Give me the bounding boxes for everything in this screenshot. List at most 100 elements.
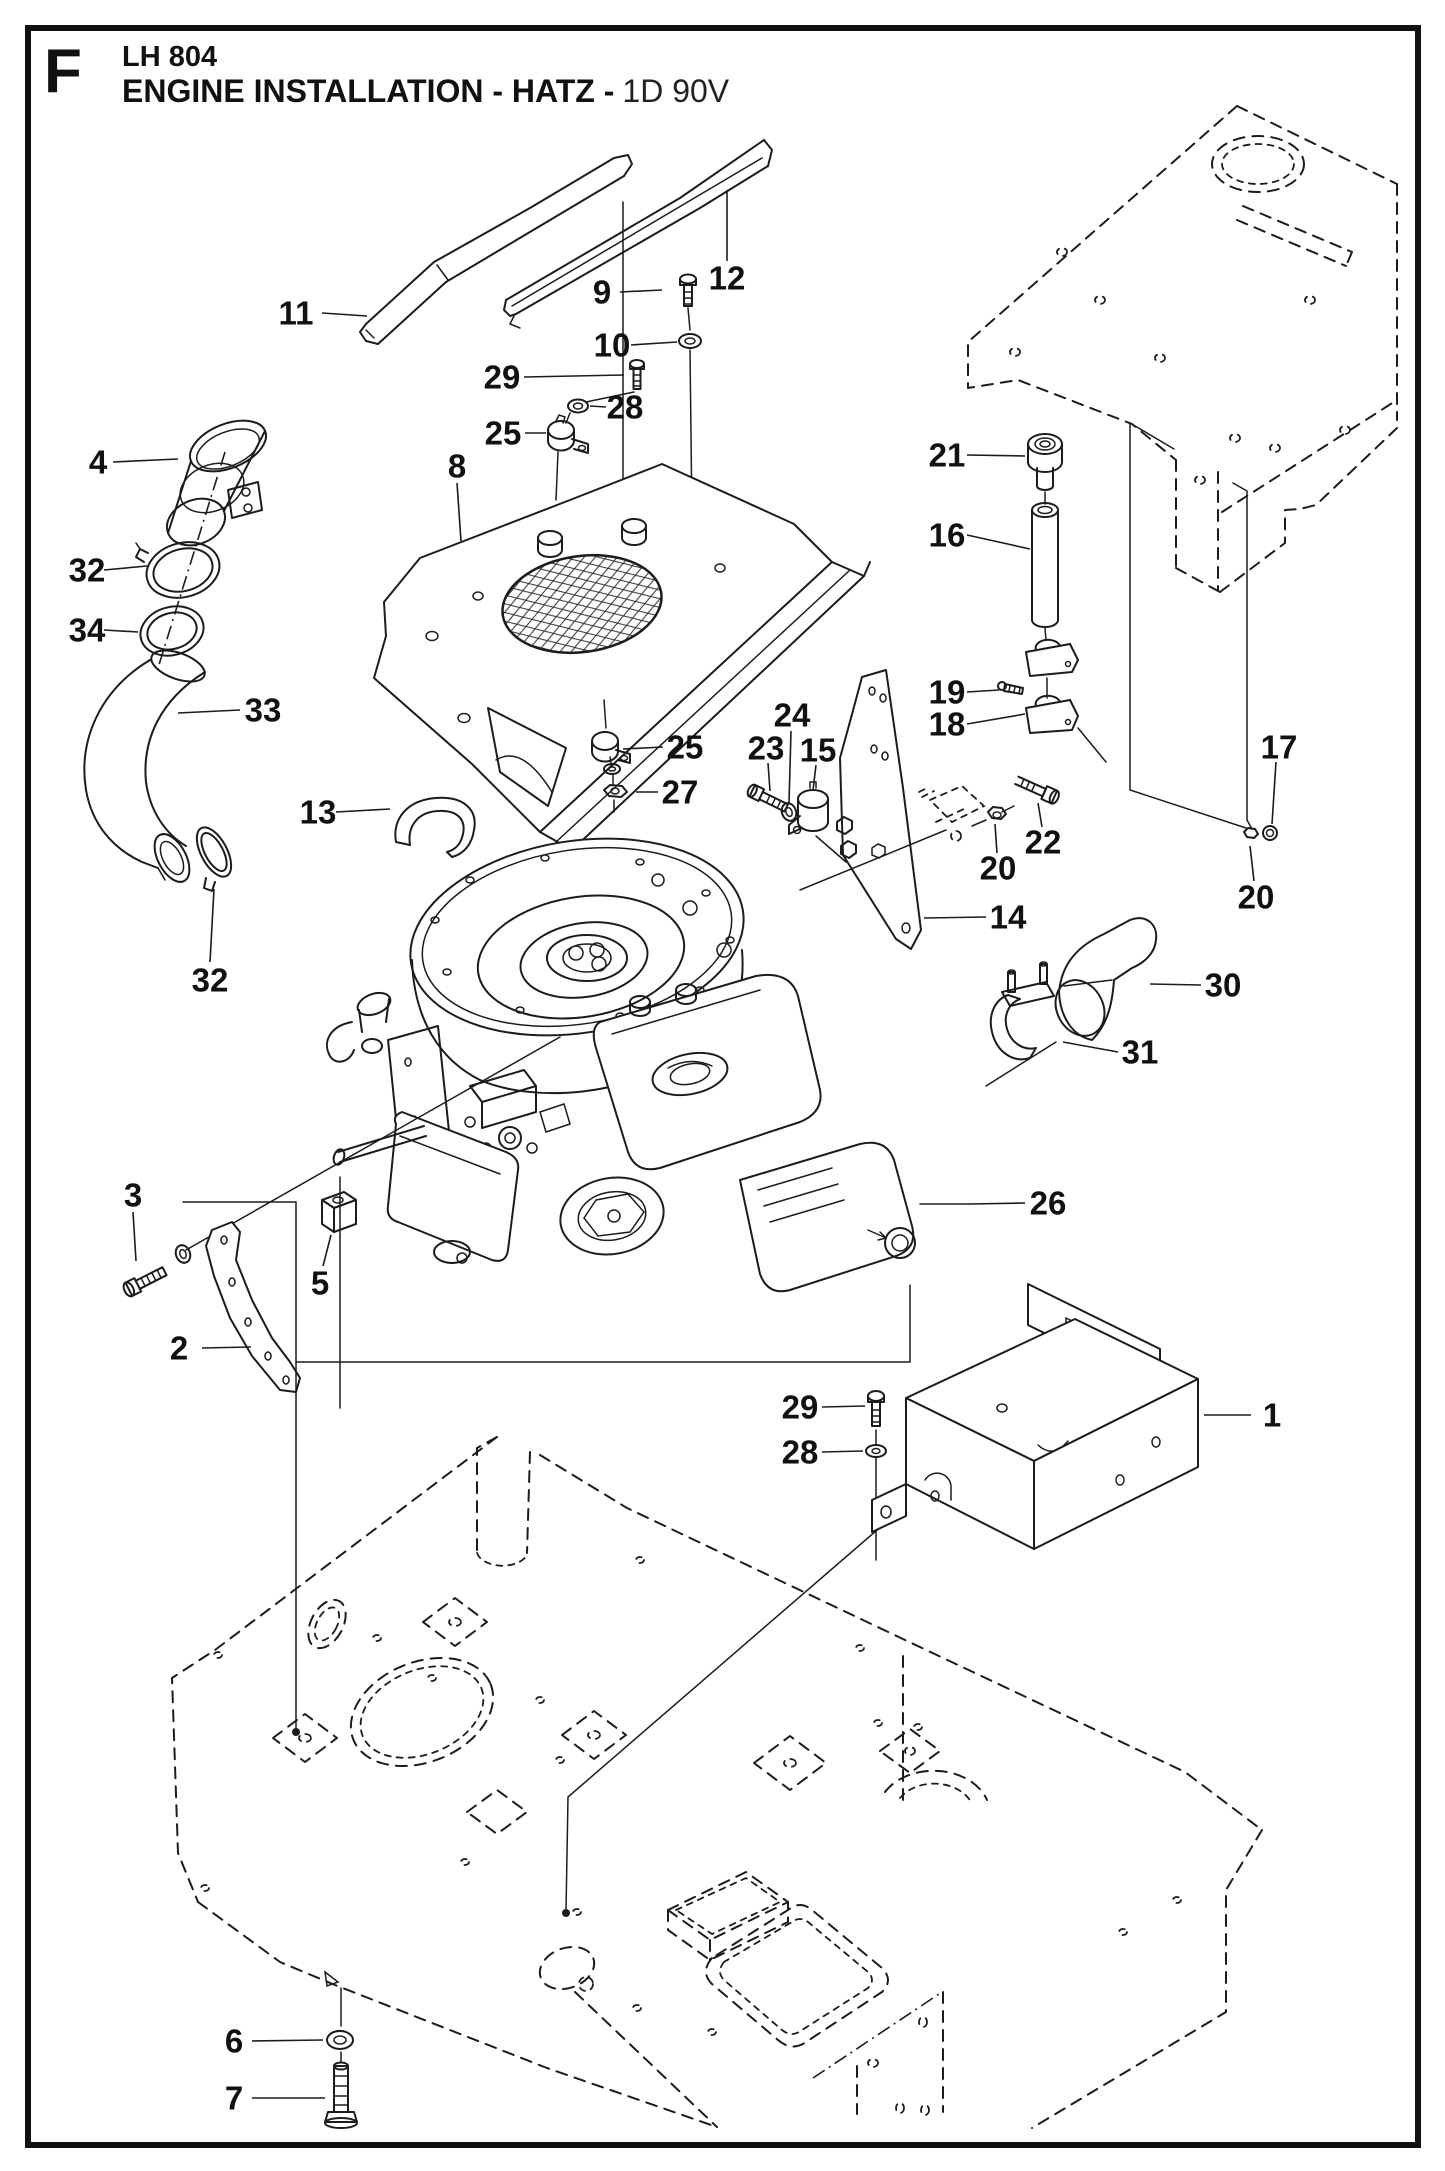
callout-11-0: 11 [279, 295, 368, 332]
part-33-hose [83, 649, 206, 883]
callout-32-29: 32 [192, 888, 228, 999]
axis-25-shroud [555, 451, 559, 501]
callout-18-15: 18 [929, 706, 1026, 743]
callout-number: 18 [929, 706, 966, 743]
axis-29-28 [585, 391, 635, 403]
callout-28-5: 28 [589, 389, 643, 426]
part-25-clamp-top [546, 414, 589, 454]
callout-number: 32 [69, 552, 106, 589]
callout-5-31: 5 [311, 1234, 332, 1302]
callout-leader-line [968, 1202, 1026, 1205]
callout-leader-line [1149, 983, 1202, 986]
part-washer-small [174, 1244, 192, 1264]
callout-number: 30 [1205, 967, 1242, 1004]
callout-12-2: 12 [709, 190, 745, 297]
callout-leader-line [966, 454, 1026, 457]
callout-20-24: 20 [980, 823, 1016, 887]
callout-number: 15 [800, 732, 837, 769]
part-25-clamp-lower [590, 731, 631, 764]
callout-25-6: 25 [485, 415, 546, 452]
callout-number: 1 [1263, 1397, 1281, 1434]
title-block: F LH 804 ENGINE INSTALLATION - HATZ -1D … [44, 37, 730, 109]
callout-26-33: 26 [968, 1185, 1067, 1222]
part-20-locknut-right [1243, 827, 1259, 839]
callout-number: 20 [1238, 879, 1275, 916]
callout-25-16: 25 [622, 729, 704, 766]
callout-number: 3 [124, 1177, 142, 1214]
callout-leader-line [1249, 845, 1255, 882]
callout-1-36: 1 [1204, 1397, 1281, 1434]
callout-3-30: 3 [124, 1177, 142, 1262]
callout-leader-line [788, 730, 792, 804]
callout-29-4: 29 [484, 359, 625, 396]
callout-15-19: 15 [800, 732, 837, 791]
callout-7-38: 7 [225, 2080, 325, 2117]
chassis-square-cutouts [272, 1597, 941, 1835]
callout-number: 19 [929, 674, 966, 711]
callout-number: 2 [170, 1330, 188, 1367]
callout-24-17: 24 [774, 697, 811, 804]
axis-shroud-25b [603, 699, 607, 729]
callout-number: 5 [311, 1265, 329, 1302]
part-1-engine-bracket [871, 1283, 1199, 1550]
part-31-u-clamp [985, 961, 1057, 1087]
callout-leader-line [322, 1234, 332, 1267]
callout-28-35: 28 [782, 1434, 864, 1471]
callout-8-8: 8 [448, 448, 466, 542]
callout-leader-line [994, 823, 998, 854]
callout-leader-line [812, 764, 817, 791]
callout-leader-line [966, 689, 1000, 693]
callout-number: 25 [667, 729, 704, 766]
part-3-bolt [122, 1266, 168, 1298]
engine-bolts [651, 873, 732, 958]
leader-routes [182, 1176, 911, 1917]
part-20-nut-mid [987, 806, 1007, 820]
flywheel-bolt-holes [430, 854, 735, 1020]
axis-3-engine [185, 1036, 561, 1251]
part-washer-under-25 [603, 763, 621, 775]
callout-22-23: 22 [1025, 802, 1061, 861]
figure-model: LH 804 [122, 41, 217, 73]
part-4-air-filter [165, 419, 267, 547]
callout-leader-line [1271, 761, 1277, 825]
part-11-rail [359, 154, 633, 345]
chassis-lower-dashed [171, 1436, 1263, 2129]
callout-leader-line [619, 289, 663, 293]
callout-number: 16 [929, 517, 966, 554]
chassis-lower-holes [200, 1556, 1182, 2116]
callout-leader-line [622, 746, 664, 750]
callout-27-20: 27 [636, 774, 698, 811]
callout-number: 26 [1030, 1185, 1067, 1222]
callout-number: 25 [485, 415, 522, 452]
callout-number: 28 [782, 1434, 819, 1471]
callout-19-14: 19 [929, 674, 1000, 711]
callout-leader-line [112, 458, 179, 463]
callout-2-32: 2 [170, 1330, 252, 1367]
axis-22-engine [799, 805, 1015, 891]
callout-number: 34 [69, 612, 106, 649]
callout-number: 17 [1261, 729, 1298, 766]
part-16-spacer-tube [1031, 502, 1059, 628]
axis-9-10 [687, 307, 691, 331]
callout-leader-line [589, 405, 607, 408]
part-34-ring [139, 605, 205, 657]
part-21-bushing [1027, 433, 1063, 491]
callout-leader-line [209, 888, 215, 963]
callout-17-22: 17 [1261, 729, 1298, 825]
axis-intake [157, 451, 226, 669]
callout-number: 8 [448, 448, 466, 485]
figure-title: ENGINE INSTALLATION - HATZ -1D 90V [122, 73, 730, 109]
callout-leader-line [767, 762, 771, 792]
callout-14-26: 14 [923, 899, 1027, 936]
callout-number: 21 [929, 437, 966, 474]
part-27-nut [603, 784, 628, 798]
callout-number: 33 [245, 692, 282, 729]
part-8-fan-shroud [373, 463, 871, 863]
axis-25b-washer [609, 756, 612, 764]
callout-leader-line [177, 709, 241, 714]
part-28-washer-lower [865, 1444, 887, 1458]
callout-4-7: 4 [89, 444, 179, 481]
callout-leader-line [523, 374, 625, 378]
callout-10-3: 10 [594, 327, 678, 364]
